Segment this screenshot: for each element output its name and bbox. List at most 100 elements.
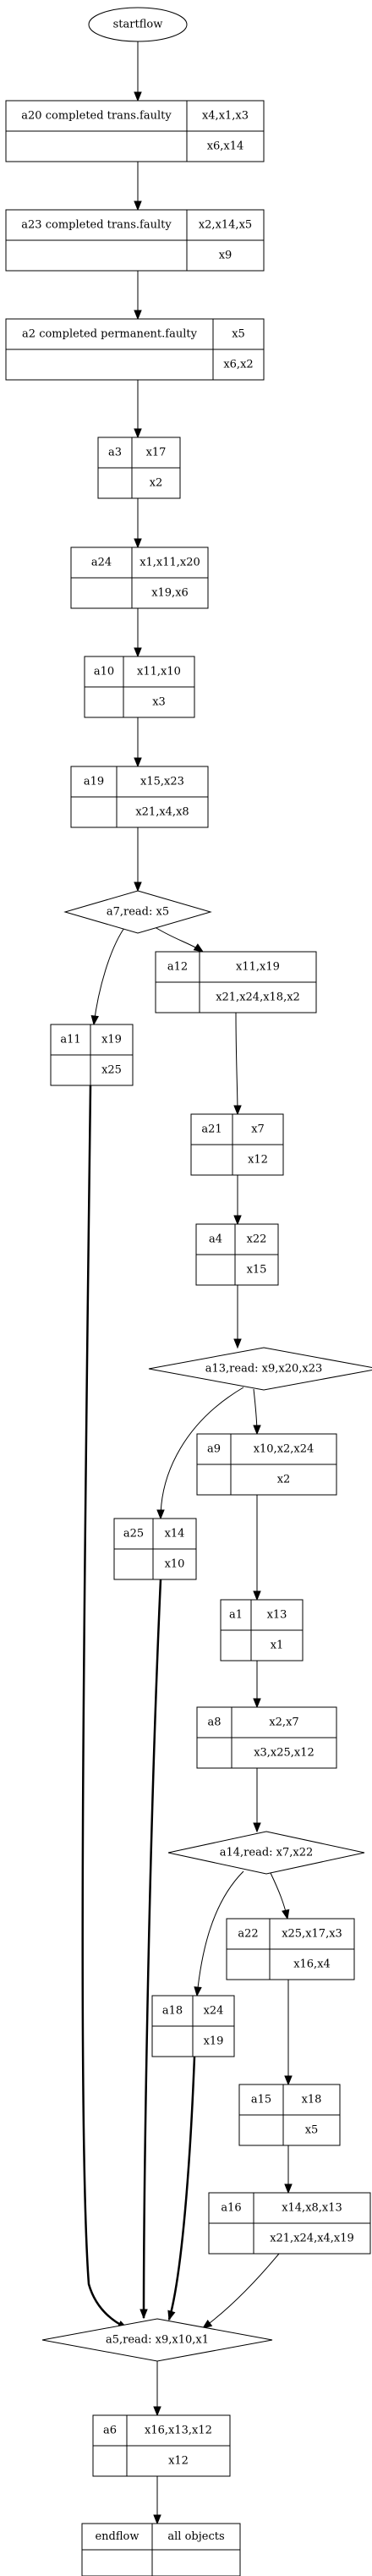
activity-name: a19 xyxy=(84,776,104,788)
edge-a6-end xyxy=(153,2476,161,2525)
activity-outputs: x21,x24,x18,x2 xyxy=(216,991,300,1004)
arrowhead xyxy=(134,647,142,658)
edge-line xyxy=(93,925,127,1025)
activity-outputs: x21,x4,x8 xyxy=(135,806,189,819)
activity-name: a20 completed trans.faulty xyxy=(21,110,172,123)
activity-name: a10 xyxy=(94,666,114,678)
activity-name: a1 xyxy=(229,1609,243,1622)
activity-outputs: x10 xyxy=(165,1558,185,1571)
activity-name: a24 xyxy=(91,557,112,569)
decision-diamond xyxy=(148,1347,372,1391)
activity-outputs: x5 xyxy=(305,2124,319,2137)
arrowhead xyxy=(134,882,142,893)
activity-outputs: x3 xyxy=(152,696,166,709)
activity-outputs: x15 xyxy=(247,1264,267,1277)
activity-name: a18 xyxy=(162,2005,183,2018)
edge-a12-a21 xyxy=(233,1012,242,1116)
edge-a8-a14 xyxy=(253,1768,261,1833)
edge-line xyxy=(196,1870,244,1997)
start-label: startflow xyxy=(113,19,163,31)
edge-a15-a16 xyxy=(284,2145,293,2194)
edge-line xyxy=(142,1579,162,2319)
activity-name: a4 xyxy=(209,1233,222,1246)
activity-inputs: x15,x23 xyxy=(140,776,184,788)
edge-a24-a10 xyxy=(134,608,142,658)
arrowhead xyxy=(233,1338,242,1349)
activity-name: a15 xyxy=(251,2094,271,2106)
edge-a4-a13 xyxy=(233,1285,242,1349)
edge-line xyxy=(81,1085,128,2330)
activity-name: a23 completed trans.faulty xyxy=(21,219,172,232)
edge-line xyxy=(167,2056,196,2321)
activity-name: a22 xyxy=(238,1928,258,1941)
arrowhead xyxy=(253,1425,261,1436)
activity-outputs: x12 xyxy=(248,1154,268,1167)
activity-name: a11 xyxy=(60,1034,80,1046)
arrowhead xyxy=(134,200,142,211)
activity-outputs: x2 xyxy=(150,477,163,490)
activity-name: a9 xyxy=(207,1443,221,1456)
arrowhead xyxy=(284,2183,293,2194)
decision-label: a5,read: x9,x10,x1 xyxy=(106,2334,209,2347)
activity-inputs: x2,x14,x5 xyxy=(199,219,252,232)
activity-inputs: x14,x8,x13 xyxy=(282,2202,342,2215)
activity-outputs: x6,x2 xyxy=(223,359,253,371)
arrowhead xyxy=(233,1105,242,1116)
activity-outputs: x19 xyxy=(204,2035,224,2048)
activity-inputs: x11,x19 xyxy=(236,961,280,974)
arrowhead xyxy=(134,757,142,768)
arrowhead xyxy=(140,2309,148,2320)
edge-a10-a19 xyxy=(134,717,142,768)
edge-a9-a1 xyxy=(253,1495,261,1601)
decision-label: a14,read: x7,x22 xyxy=(220,1847,314,1859)
edge-a14-a18 xyxy=(194,1870,244,1997)
edge-a14-a22 xyxy=(270,1872,290,1920)
activity-inputs: x5 xyxy=(232,328,245,341)
edge-a20-a23 xyxy=(134,162,142,211)
edge-a22-a15 xyxy=(284,1980,293,2086)
activity-outputs: x3,x25,x12 xyxy=(254,1747,315,1760)
decision-label: a13,read: x9,x20,x23 xyxy=(205,1363,323,1376)
arrowhead xyxy=(282,1909,290,1920)
decision-node-a14: a14,read: x7,x22 xyxy=(167,1831,365,1875)
activity-inputs: x24 xyxy=(204,2005,224,2018)
edge-a3-a24 xyxy=(134,498,142,549)
decision-diamond xyxy=(167,1831,365,1875)
arrowhead xyxy=(153,2514,161,2525)
arrowhead xyxy=(194,1986,202,1997)
arrowhead xyxy=(153,2406,161,2417)
activity-inputs: x19 xyxy=(101,1034,122,1046)
edge-a1-a8 xyxy=(253,1661,261,1709)
arrowhead xyxy=(253,1822,261,1833)
activity-inputs: x10,x2,x24 xyxy=(254,1443,315,1456)
activity-inputs: x11,x10 xyxy=(137,666,181,678)
edge-a23-a2 xyxy=(134,271,142,321)
arrowhead xyxy=(233,1215,242,1226)
activity-outputs: x2 xyxy=(277,1474,291,1486)
decision-node-a5: a5,read: x9,x10,x1 xyxy=(41,2318,273,2362)
activity-name: a8 xyxy=(207,1716,221,1729)
edge-a25-a5 xyxy=(140,1579,162,2320)
activity-node-a19: a19 x15,x23 x21,x4,x8 xyxy=(70,766,209,828)
activity-outputs: x1 xyxy=(271,1640,284,1652)
edge-a16-a5 xyxy=(201,2253,280,2329)
start-ellipse xyxy=(88,7,188,42)
activity-outputs: x19,x6 xyxy=(151,587,189,600)
edges-layer xyxy=(81,41,293,2525)
decision-node-a7: a7,read: x5 xyxy=(63,890,212,934)
activity-outputs: x6,x14 xyxy=(207,140,244,153)
